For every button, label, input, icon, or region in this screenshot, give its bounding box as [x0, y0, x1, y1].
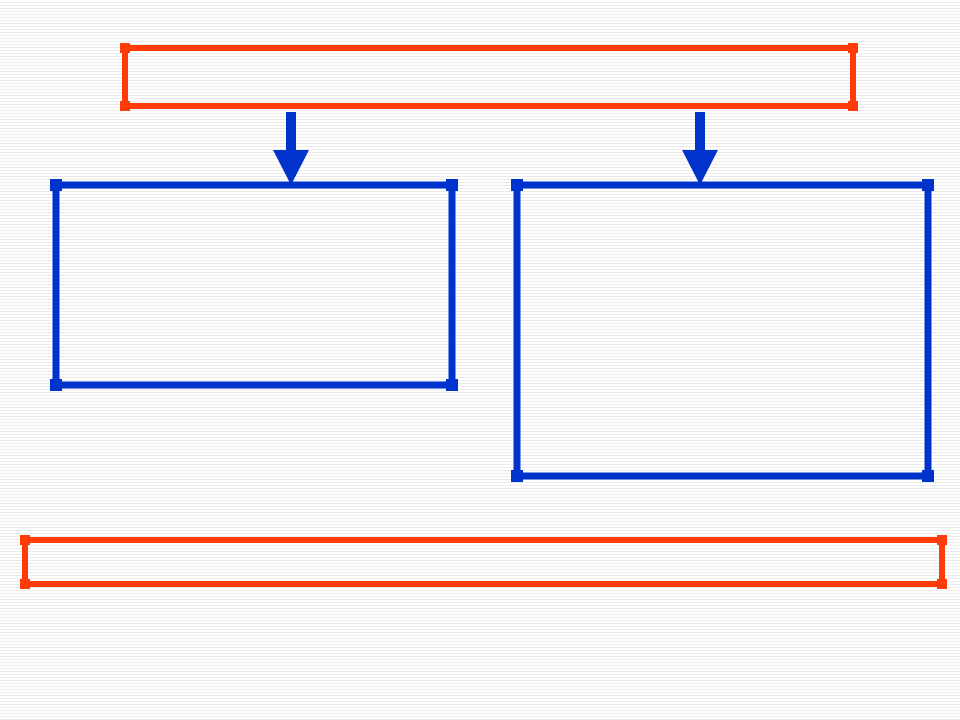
left-box-corner-tr [446, 179, 458, 191]
top-box-corner-tl [120, 43, 130, 53]
right-box-corner-tl [511, 179, 523, 191]
bottom-box [20, 535, 947, 589]
top-box-frame [122, 45, 856, 109]
right-box-corner-bl [511, 470, 523, 482]
left-box-corner-br [446, 379, 458, 391]
bottom-box-corner-br [937, 579, 947, 589]
top-box-corner-br [848, 101, 858, 111]
bottom-box-corner-bl [20, 579, 30, 589]
arrow-to-right-box [682, 112, 718, 185]
right-box-corner-tr [922, 179, 934, 191]
arrow-left-head [273, 150, 309, 185]
left-box-corner-bl [50, 379, 62, 391]
bottom-box-corner-tl [20, 535, 30, 545]
arrow-right-head [682, 150, 718, 185]
bottom-box-frame [22, 537, 945, 587]
bottom-box-corner-tr [937, 535, 947, 545]
left-box-corner-tl [50, 179, 62, 191]
arrow-right-shaft [695, 112, 705, 152]
right-box-frame [513, 181, 932, 480]
right-box-corner-br [922, 470, 934, 482]
top-box [120, 43, 858, 111]
right-box [511, 179, 934, 482]
arrow-to-left-box [273, 112, 309, 185]
arrow-left-shaft [286, 112, 296, 152]
top-box-corner-tr [848, 43, 858, 53]
left-box [50, 179, 458, 391]
left-box-frame [52, 181, 456, 389]
top-box-corner-bl [120, 101, 130, 111]
